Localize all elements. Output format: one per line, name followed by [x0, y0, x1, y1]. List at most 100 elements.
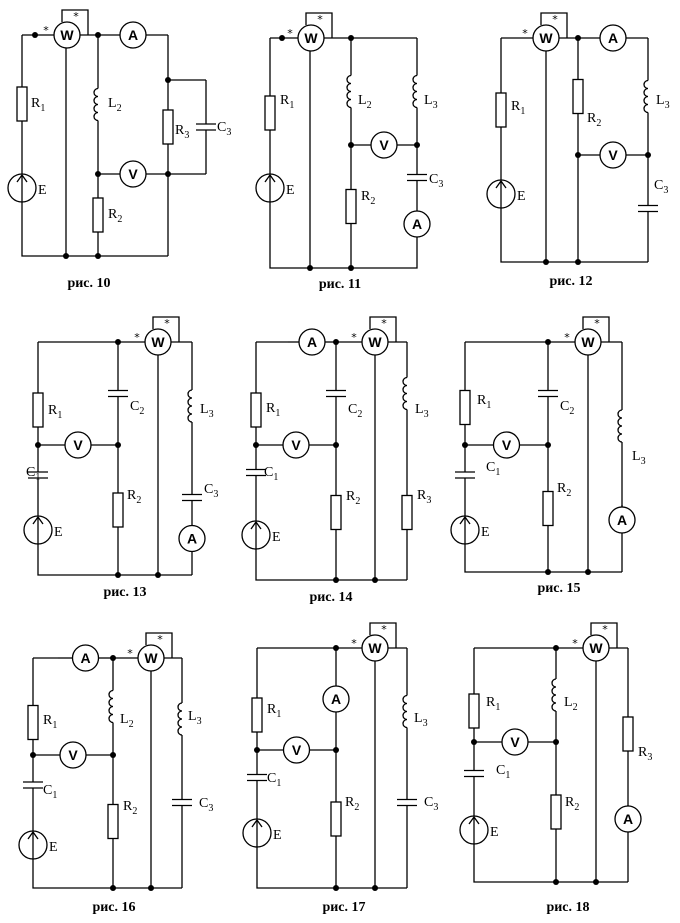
- junction-dot: [254, 747, 260, 753]
- inductor-coil: [187, 389, 193, 423]
- ammeter-letter: A: [187, 531, 197, 547]
- label-letter: R: [266, 401, 276, 416]
- component-label: C1: [486, 460, 500, 478]
- voltmeter-letter: V: [291, 437, 301, 453]
- label-subscript: 3: [209, 409, 214, 420]
- wire: [269, 213, 351, 269]
- label-subscript: 2: [566, 488, 571, 499]
- resistor-body: [107, 803, 119, 840]
- wattmeter-circle: [297, 24, 325, 52]
- label-subscript: 1: [486, 400, 491, 411]
- wire: [256, 858, 407, 889]
- resistor-body: [27, 704, 39, 741]
- ammeter-circle: [403, 210, 431, 238]
- component-label: R2: [557, 481, 571, 499]
- wattmeter-letter: W: [589, 640, 603, 656]
- junction-dot: [333, 442, 339, 448]
- inductor-coil: [108, 689, 114, 724]
- wattmeter-circle: [361, 634, 389, 662]
- junction-dot: [462, 442, 468, 448]
- label-subscript: 1: [289, 100, 294, 111]
- component-label: R1: [511, 99, 525, 117]
- component-label: L2: [108, 96, 122, 114]
- junction-dot: [348, 35, 354, 41]
- junction-dot: [333, 747, 339, 753]
- wattmeter-polarity-mark: *: [594, 317, 600, 330]
- junction-dot: [333, 885, 339, 891]
- wattmeter-polarity-mark: *: [522, 27, 528, 40]
- label-letter: R: [565, 795, 575, 810]
- resistor-body: [250, 392, 262, 428]
- label-letter: L: [564, 695, 573, 710]
- label-subscript: 1: [57, 410, 62, 421]
- ammeter-letter: A: [608, 30, 618, 46]
- component-label: C3: [424, 795, 438, 813]
- label-letter: E: [517, 189, 526, 204]
- label-subscript: 3: [426, 495, 431, 506]
- junction-dot: [165, 77, 171, 83]
- junction-dot: [95, 253, 101, 259]
- label-letter: C: [486, 460, 495, 475]
- wattmeter-polarity-mark: *: [381, 317, 387, 330]
- component-label: C1: [43, 783, 57, 801]
- wattmeter-circle: [361, 328, 389, 356]
- junction-dot: [553, 879, 559, 885]
- inductor-coil: [93, 87, 99, 122]
- label-subscript: 1: [35, 472, 40, 483]
- component-label: C3: [217, 120, 231, 138]
- component-label: C3: [429, 172, 443, 190]
- junction-dot: [575, 259, 581, 265]
- voltmeter-letter: V: [292, 742, 302, 758]
- component-label: L2: [120, 712, 134, 730]
- label-letter: L: [358, 93, 367, 108]
- label-subscript: 2: [136, 495, 141, 506]
- junction-dot: [279, 35, 285, 41]
- wattmeter-polarity-mark: *: [564, 331, 570, 344]
- label-subscript: 2: [569, 406, 574, 417]
- inductor-coil: [177, 702, 183, 736]
- label-letter: C: [43, 783, 52, 798]
- junction-dot: [253, 442, 259, 448]
- component-label: C3: [654, 178, 668, 196]
- component-label: R2: [361, 189, 375, 207]
- wattmeter-polarity-mark: *: [381, 623, 387, 636]
- junction-dot: [348, 142, 354, 148]
- component-label: C3: [199, 796, 213, 814]
- figure-caption: рис. 17: [322, 900, 365, 915]
- component-label: R1: [477, 393, 491, 411]
- component-label: R2: [565, 795, 579, 813]
- resistor-body: [622, 716, 634, 752]
- ammeter-circle: [614, 805, 642, 833]
- wire: [21, 213, 168, 257]
- wattmeter-circle: [144, 328, 172, 356]
- component-label: R2: [123, 799, 137, 817]
- component-label: C3: [204, 482, 218, 500]
- junction-dot: [575, 35, 581, 41]
- label-letter: L: [656, 93, 665, 108]
- figure-caption: рис. 10: [67, 276, 110, 291]
- label-letter: E: [490, 825, 499, 840]
- component-label: R2: [127, 488, 141, 506]
- wire: [500, 220, 648, 263]
- voltmeter-circle: [59, 741, 87, 769]
- label-subscript: 3: [423, 718, 428, 729]
- wattmeter-voltage-lead: [305, 12, 333, 38]
- ammeter-circle: [71, 644, 100, 672]
- label-subscript: 2: [574, 802, 579, 813]
- source-arrow-head: [250, 520, 262, 530]
- label-letter: C: [348, 402, 357, 417]
- label-subscript: 2: [370, 196, 375, 207]
- wattmeter-polarity-mark: *: [134, 331, 140, 344]
- label-letter: C: [130, 399, 139, 414]
- wattmeter-polarity-mark: *: [127, 647, 133, 660]
- component-label: R2: [345, 795, 359, 813]
- label-letter: C: [217, 120, 226, 135]
- label-subscript: 3: [197, 716, 202, 727]
- label-letter: R: [638, 745, 648, 760]
- label-subscript: 3: [663, 185, 668, 196]
- component-label: R1: [43, 713, 57, 731]
- wire: [37, 555, 192, 576]
- wattmeter-letter: W: [581, 334, 595, 350]
